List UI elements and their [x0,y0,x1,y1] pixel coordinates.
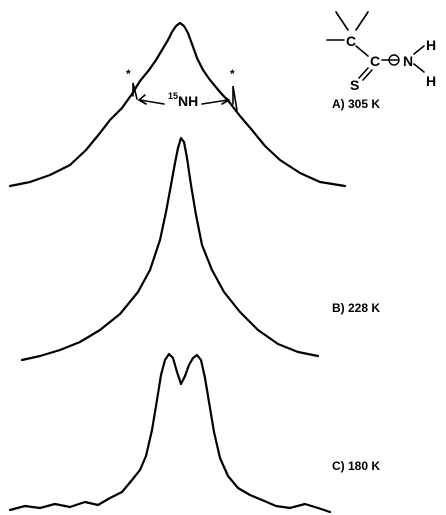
arrowhead-right-icon [221,94,231,105]
spectrum-a-trace [8,21,347,188]
atom-h1: H [426,37,436,53]
arrowhead-left-icon [137,94,147,105]
atom-n: N [403,53,413,69]
spectrum-c-label: C) 180 K [332,459,380,473]
spectrum-b-label: B) 228 K [332,301,380,315]
satellite-spike-right [232,85,238,111]
spectrum-b-trace [20,136,320,362]
splitting-arrow-right [201,99,229,105]
atom-h2: H [426,73,436,89]
atom-s: S [350,77,359,93]
spectrum-c-trace [8,352,332,514]
satellite-marker-left: * [126,67,131,81]
satellite-spike-left [132,82,138,100]
atom-c1: C [346,33,356,49]
nh-isotope-superscript: 15 [168,91,178,101]
spectrum-a-label: A) 305 K [332,97,380,111]
satellite-marker-right: * [230,67,235,81]
molecular-structure: C C N H H S [326,11,436,93]
nh-label: NH [178,93,198,109]
splitting-arrow-left [139,99,165,105]
atom-c2: C [370,53,380,69]
